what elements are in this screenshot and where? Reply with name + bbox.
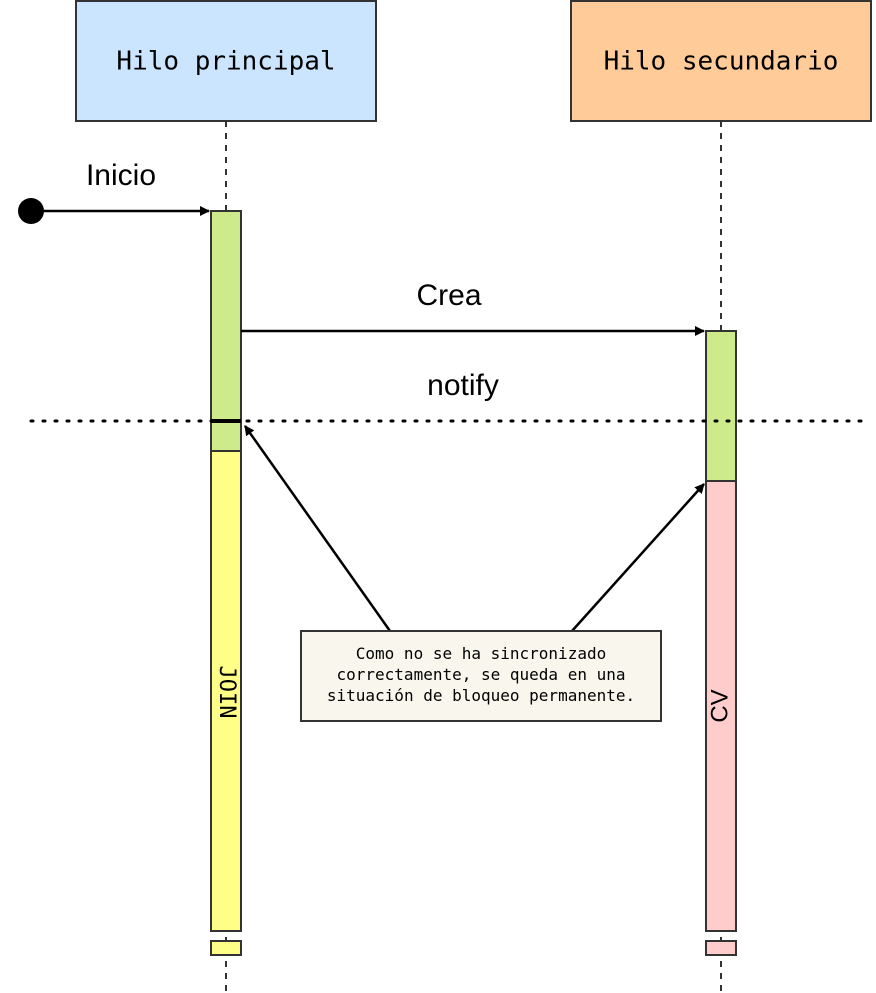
main-end-bar [210, 940, 242, 956]
note-arrow-to-secondary [571, 483, 705, 632]
lifeline-header-main [75, 0, 377, 122]
note-line-2: correctamente, se queda en una [337, 665, 626, 684]
join-label: JOIN [214, 666, 239, 719]
start-label: Inicio [86, 159, 156, 192]
note-line-1: Como no se ha sincronizado [356, 644, 606, 663]
note-arrow-to-main [243, 425, 392, 632]
lifeline-label-secondary: Hilo secundario [604, 47, 839, 77]
lifeline-label-main: Hilo principal [116, 47, 335, 77]
main-active-bar [210, 210, 242, 452]
secondary-end-bar [705, 940, 737, 956]
lifeline-header-secondary [570, 0, 872, 122]
main-join-bar [210, 450, 242, 932]
secondary-active-bar [705, 330, 737, 482]
cv-label: CV [706, 689, 733, 722]
create-label: Crea [416, 279, 481, 312]
secondary-cv-bar [705, 480, 737, 932]
note-box [300, 630, 662, 722]
notify-label: notify [427, 369, 499, 402]
note-line-3: situación de bloqueo permanente. [327, 686, 635, 705]
